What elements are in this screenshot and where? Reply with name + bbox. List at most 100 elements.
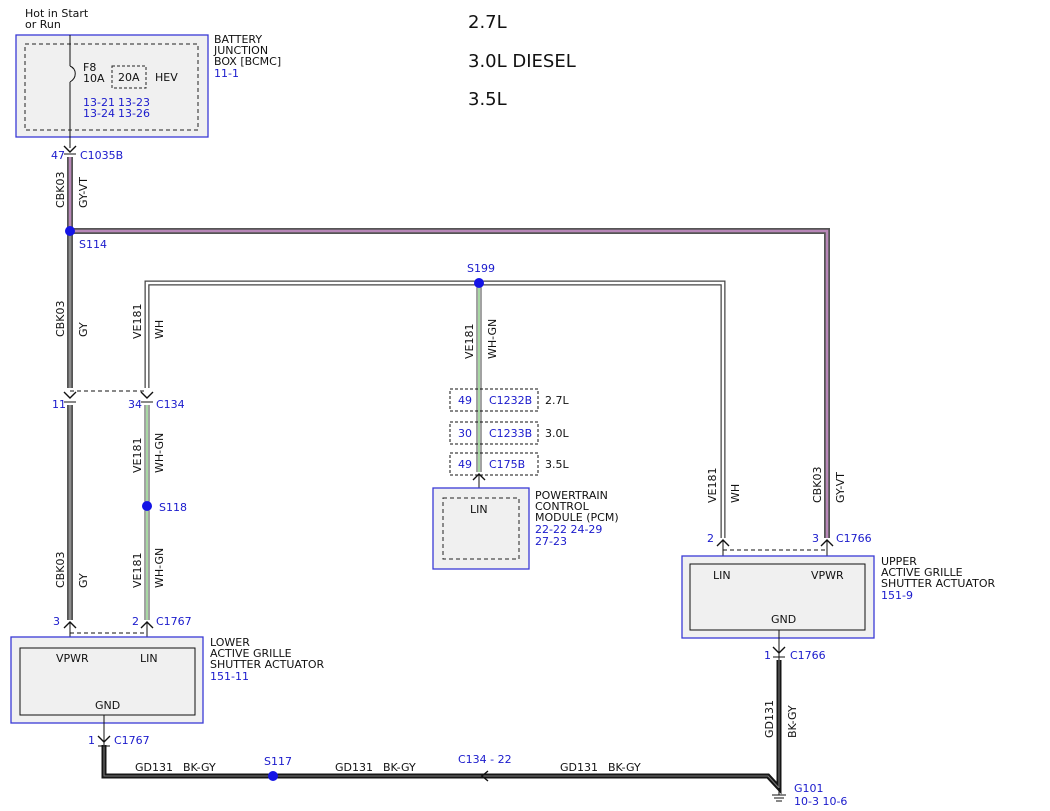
wire-color-label: BK-GY xyxy=(786,705,799,738)
pcm-ref[interactable]: 22-22 24-29 xyxy=(535,523,602,536)
power-source-label: Hot in Start xyxy=(25,7,89,20)
pcm-connector-list: 49 C1232B 2.7L 30 C1233B 3.0L 49 C175B 3… xyxy=(449,388,569,476)
wire-circuit-label: VE181 xyxy=(131,438,144,473)
actuator-pin-label: LIN xyxy=(713,569,731,582)
actuator-name: ACTIVE GRILLE xyxy=(210,647,292,660)
connector-pin: 34 xyxy=(128,398,142,411)
bjb-name: BATTERY xyxy=(214,33,262,46)
splice-dot[interactable] xyxy=(268,771,278,781)
ground-refs[interactable]: 10-3 10-6 xyxy=(794,795,847,808)
actuator-name: SHUTTER ACTUATOR xyxy=(881,577,995,590)
fuse-icon xyxy=(69,65,76,83)
pcm-outline xyxy=(432,487,530,570)
splice-label[interactable]: S118 xyxy=(159,501,187,514)
connector-pin: 49 xyxy=(458,394,472,407)
splice-label[interactable]: S114 xyxy=(79,238,107,251)
bjb-ref[interactable]: 13-24 xyxy=(83,107,115,120)
connector-name[interactable]: C1766 xyxy=(836,532,872,545)
wire-circuit-label: VE181 xyxy=(131,304,144,339)
connector-icon xyxy=(772,646,786,654)
actuator-outline xyxy=(681,555,875,639)
connector-name[interactable]: C175B xyxy=(489,458,525,471)
connector-pin: 3 xyxy=(53,615,60,628)
actuator-ref[interactable]: 151-9 xyxy=(881,589,913,602)
wire-color-label: WH xyxy=(153,320,166,339)
wire-color-label: BK-GY xyxy=(608,761,641,774)
bjb-ref[interactable]: 13-21 xyxy=(83,96,115,109)
splice-label[interactable]: S199 xyxy=(467,262,495,275)
bjb-name: JUNCTION xyxy=(213,44,268,57)
pcm-inner-outline xyxy=(442,497,520,560)
battery-junction-box[interactable]: F8 10A 20A HEV 13-21 13-23 13-24 13-26 B… xyxy=(15,33,281,138)
lower-grille-shutter-actuator[interactable]: VPWR LIN GND LOWER ACTIVE GRILLE SHUTTER… xyxy=(10,636,324,724)
splice-dot[interactable] xyxy=(142,501,152,511)
connector-name[interactable]: C1767 xyxy=(156,615,192,628)
wire-circuit-label: GD131 xyxy=(763,700,776,738)
inline-connector-label[interactable]: C134 - 22 xyxy=(458,753,512,766)
connector-pin: 2 xyxy=(707,532,714,545)
connector-pin: 49 xyxy=(458,458,472,471)
pcm-ref[interactable]: 27-23 xyxy=(535,535,567,548)
hev-label: HEV xyxy=(155,71,178,84)
bjb-name: BOX [BCMC] xyxy=(214,55,281,68)
ground-name[interactable]: G101 xyxy=(794,782,824,795)
actuator-pin-label: VPWR xyxy=(811,569,844,582)
actuator-pin-label: GND xyxy=(771,613,796,626)
connector-pin: 30 xyxy=(458,427,472,440)
engine-label: 2.7L xyxy=(468,12,507,33)
bjb-ref[interactable]: 13-23 xyxy=(118,96,150,109)
connector-pin: 1 xyxy=(88,734,95,747)
ground-wire-labels: GD131 BK-GY GD131 BK-GY GD131 BK-GY xyxy=(135,761,641,774)
connector-name[interactable]: C1233B xyxy=(489,427,532,440)
connector-icon xyxy=(63,391,77,399)
alt-fuse-rating: 20A xyxy=(118,71,140,84)
wire-circuit-label: GD131 xyxy=(335,761,373,774)
splice-label[interactable]: S117 xyxy=(264,755,292,768)
wire-color-label: WH-GN xyxy=(153,433,166,473)
pcm-name: POWERTRAIN xyxy=(535,489,608,502)
wire-gd131-bk-gy[interactable] xyxy=(101,660,782,795)
wire-color-label: WH-GN xyxy=(153,548,166,588)
pcm-pin-label: LIN xyxy=(470,503,488,516)
pcm-module[interactable]: LIN POWERTRAIN CONTROL MODULE (PCM) 22-2… xyxy=(432,487,619,570)
wire-cbk03-gy-vt-right[interactable] xyxy=(70,228,830,538)
splice-dot[interactable] xyxy=(65,226,75,236)
connector-name[interactable]: C1766 xyxy=(790,649,826,662)
wire-circuit-label: GD131 xyxy=(560,761,598,774)
connector-pin: 3 xyxy=(812,532,819,545)
splice-dot[interactable] xyxy=(474,278,484,288)
connector-name[interactable]: C134 xyxy=(156,398,185,411)
wire-color-label: GY-VT xyxy=(834,472,847,503)
wire-labels: CBK03 GY-VT CBK03 GY CBK03 GY VE181 WH V… xyxy=(54,172,847,738)
bjb-inner-outline xyxy=(24,43,199,131)
engine-variant: 2.7L xyxy=(545,394,569,407)
actuator-ref[interactable]: 151-11 xyxy=(210,670,249,683)
wire-color-label: GY xyxy=(77,322,90,337)
wire-color-label: WH-GN xyxy=(486,319,499,359)
connector-pin: 1 xyxy=(764,649,771,662)
connector-name[interactable]: C1767 xyxy=(114,734,150,747)
power-source-label: or Run xyxy=(25,18,61,31)
pcm-name: CONTROL xyxy=(535,500,590,513)
actuator-pin-label: GND xyxy=(95,699,120,712)
bjb-ref[interactable]: 13-26 xyxy=(118,107,150,120)
connector-name[interactable]: C1035B xyxy=(80,149,123,162)
wire-ve181-wh[interactable] xyxy=(144,280,726,538)
hev-fuse-box xyxy=(111,65,147,89)
wire-color-label: GY-VT xyxy=(77,177,90,208)
connector-name[interactable]: C1232B xyxy=(489,394,532,407)
wire-circuit-label: CBK03 xyxy=(54,172,67,208)
pcm-name: MODULE (PCM) xyxy=(535,511,619,524)
upper-grille-shutter-actuator[interactable]: LIN VPWR GND UPPER ACTIVE GRILLE SHUTTER… xyxy=(681,555,995,639)
bjb-ref-link[interactable]: 11-1 xyxy=(214,67,239,80)
connector-icon xyxy=(63,145,77,153)
actuator-inner-outline xyxy=(19,647,196,716)
actuator-name: SHUTTER ACTUATOR xyxy=(210,658,324,671)
wire-color-label: WH xyxy=(729,484,742,503)
wire-circuit-label: CBK03 xyxy=(54,552,67,588)
engine-label: 3.5L xyxy=(468,89,507,110)
wire-color-label: BK-GY xyxy=(383,761,416,774)
connector-icon xyxy=(97,735,111,743)
wire-circuit-label: GD131 xyxy=(135,761,173,774)
